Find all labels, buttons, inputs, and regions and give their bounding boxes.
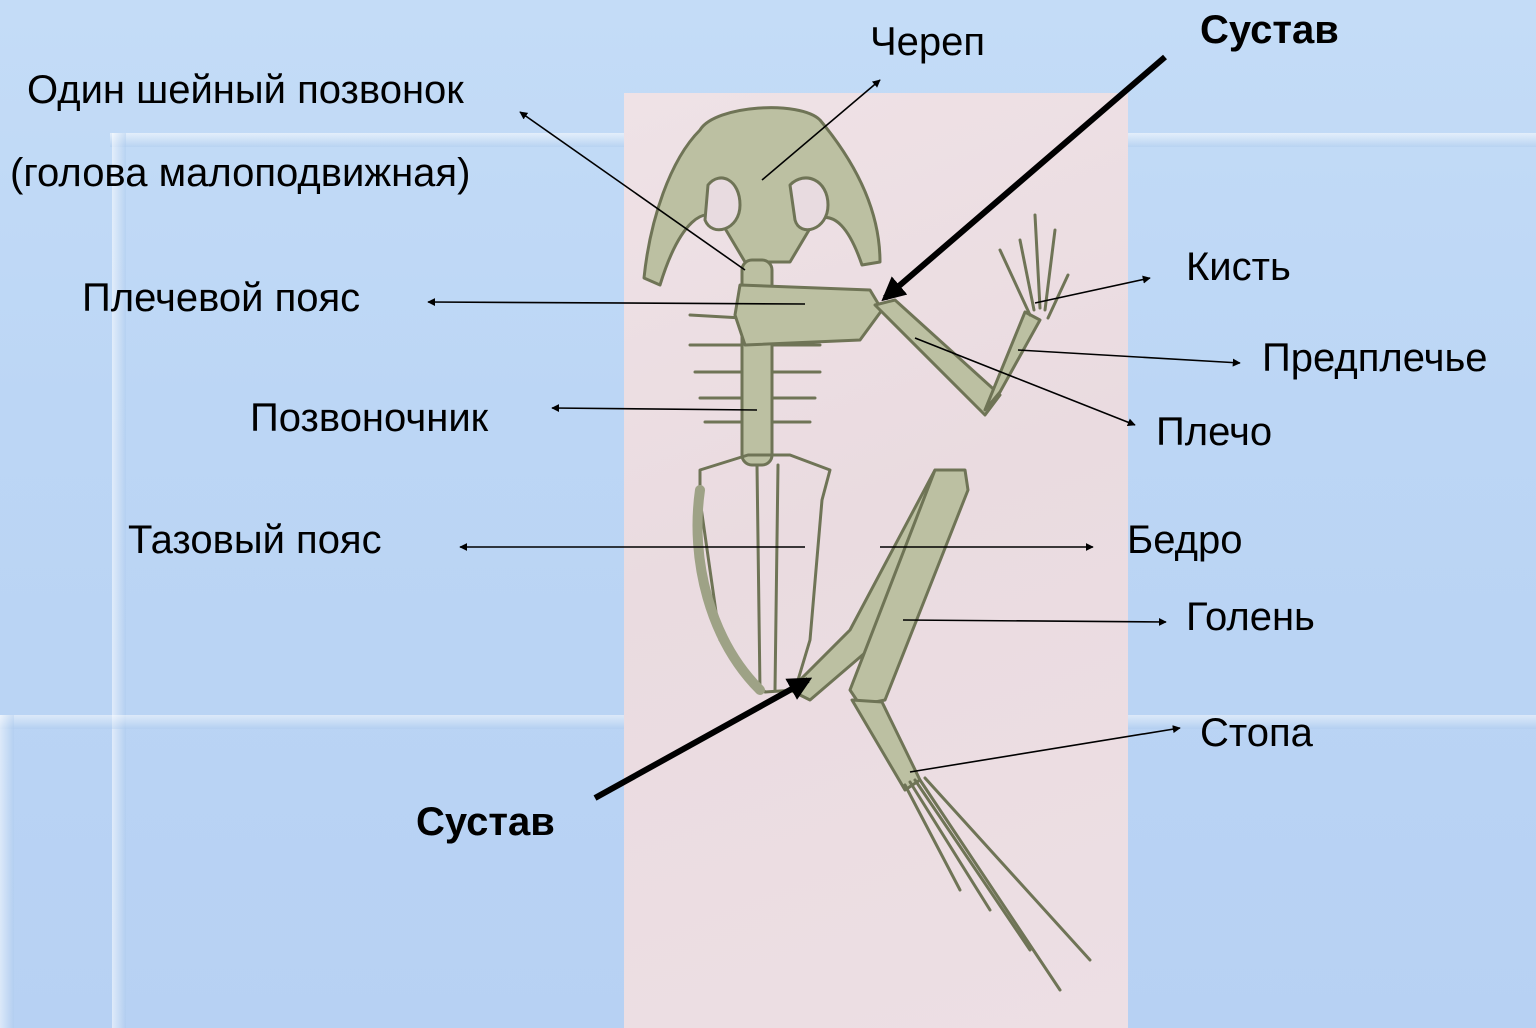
skull-orbit-right [790, 178, 828, 230]
hand-pointer [1035, 278, 1150, 303]
shin-pointer [903, 620, 1166, 622]
right-ankle [852, 700, 920, 790]
skull-orbit-left [705, 178, 740, 230]
label-cervical-vertebra: Один шейный позвонок [27, 70, 464, 110]
joint-bottom-pointer [595, 680, 808, 798]
pelvic-girdle-shape [700, 455, 830, 692]
label-spine: Позвоночник [250, 398, 488, 438]
label-forearm: Предплечье [1262, 338, 1488, 378]
right-tibia [850, 470, 968, 705]
label-upper-arm: Плечо [1156, 412, 1272, 452]
label-shin: Голень [1186, 597, 1315, 637]
frog-skeleton [644, 108, 1090, 990]
label-joint-top: Сустав [1200, 10, 1339, 50]
forearm-pointer [1018, 350, 1240, 363]
label-shoulder-girdle: Плечевой пояс [82, 278, 360, 318]
forearm-bone [985, 312, 1040, 410]
hand-bones [1000, 215, 1068, 318]
shoulder-girdle-shape [735, 285, 882, 345]
label-pelvic-girdle: Тазовый пояс [128, 520, 382, 560]
label-foot: Стопа [1200, 713, 1313, 753]
spine-pointer [552, 408, 757, 410]
label-skull: Череп [870, 22, 985, 62]
label-cervical-note: (голова малоподвижная) [10, 153, 470, 193]
label-hand: Кисть [1186, 247, 1291, 287]
left-femur [698, 490, 761, 690]
foot-bones [905, 778, 1090, 990]
label-joint-bottom: Сустав [416, 802, 555, 842]
foot-pointer [910, 728, 1180, 772]
skull-shape [644, 108, 880, 285]
upper-arm-bone [875, 300, 1000, 415]
label-thigh: Бедро [1127, 520, 1242, 560]
